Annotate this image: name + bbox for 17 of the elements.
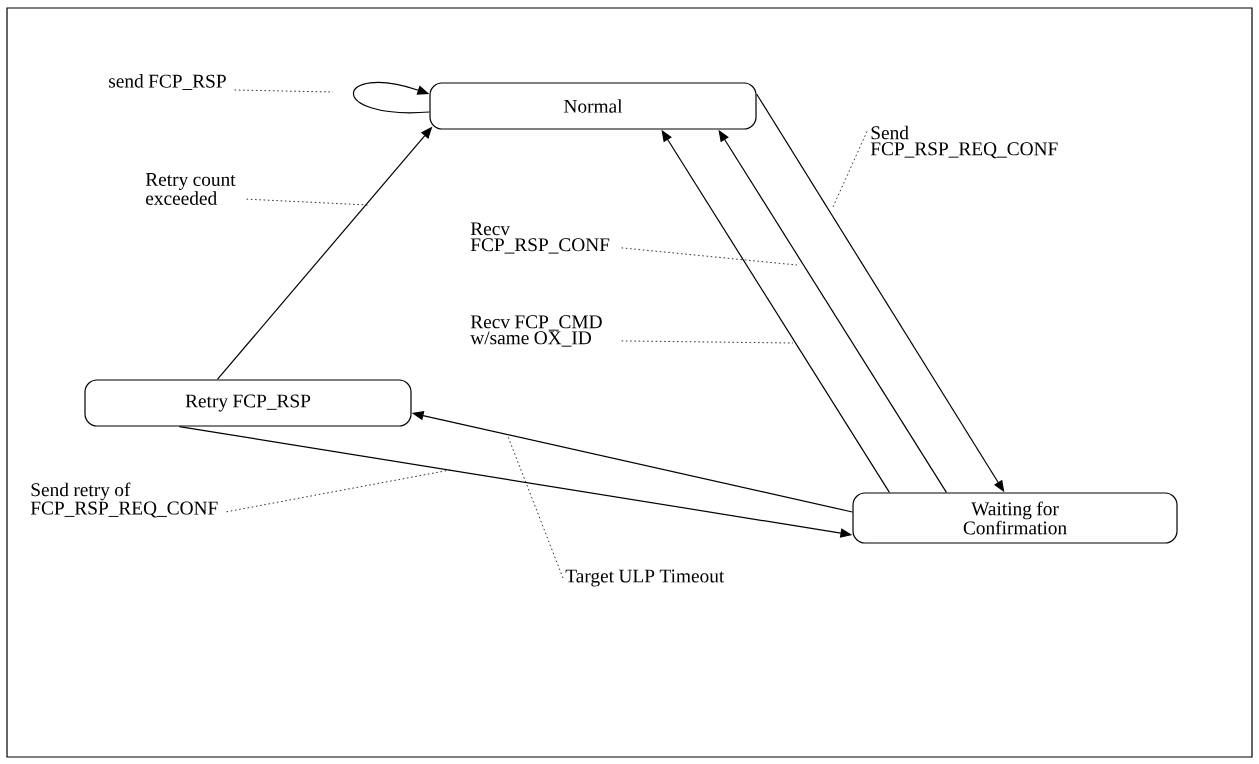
annotation-text: Recv FCP_CMD w/same OX_ID [470, 315, 602, 347]
state-box: Waiting for Confirmation [852, 492, 1178, 544]
state-box: Retry FCP_RSP [84, 379, 412, 427]
annotation-text: Target ULP Timeout [565, 569, 725, 587]
annotation-text: Retry count exceeded [145, 173, 236, 205]
state-box: Normal [429, 82, 757, 130]
leader-line [621, 247, 798, 266]
leader-line [832, 131, 868, 208]
loop-arrow [352, 82, 430, 114]
annotation-text: Send retry of FCP_RSP_REQ_CONF [30, 482, 218, 518]
annotation-text: Recv FCP_RSP_CONF [470, 222, 610, 254]
leader-line [246, 198, 369, 206]
annotation-text: send FCP_RSP [109, 74, 226, 90]
leader-line [234, 89, 334, 93]
annotation-text: Send FCP_RSP_REQ_CONF [870, 125, 1058, 159]
leader-line [621, 340, 794, 344]
leader-line [226, 469, 451, 513]
